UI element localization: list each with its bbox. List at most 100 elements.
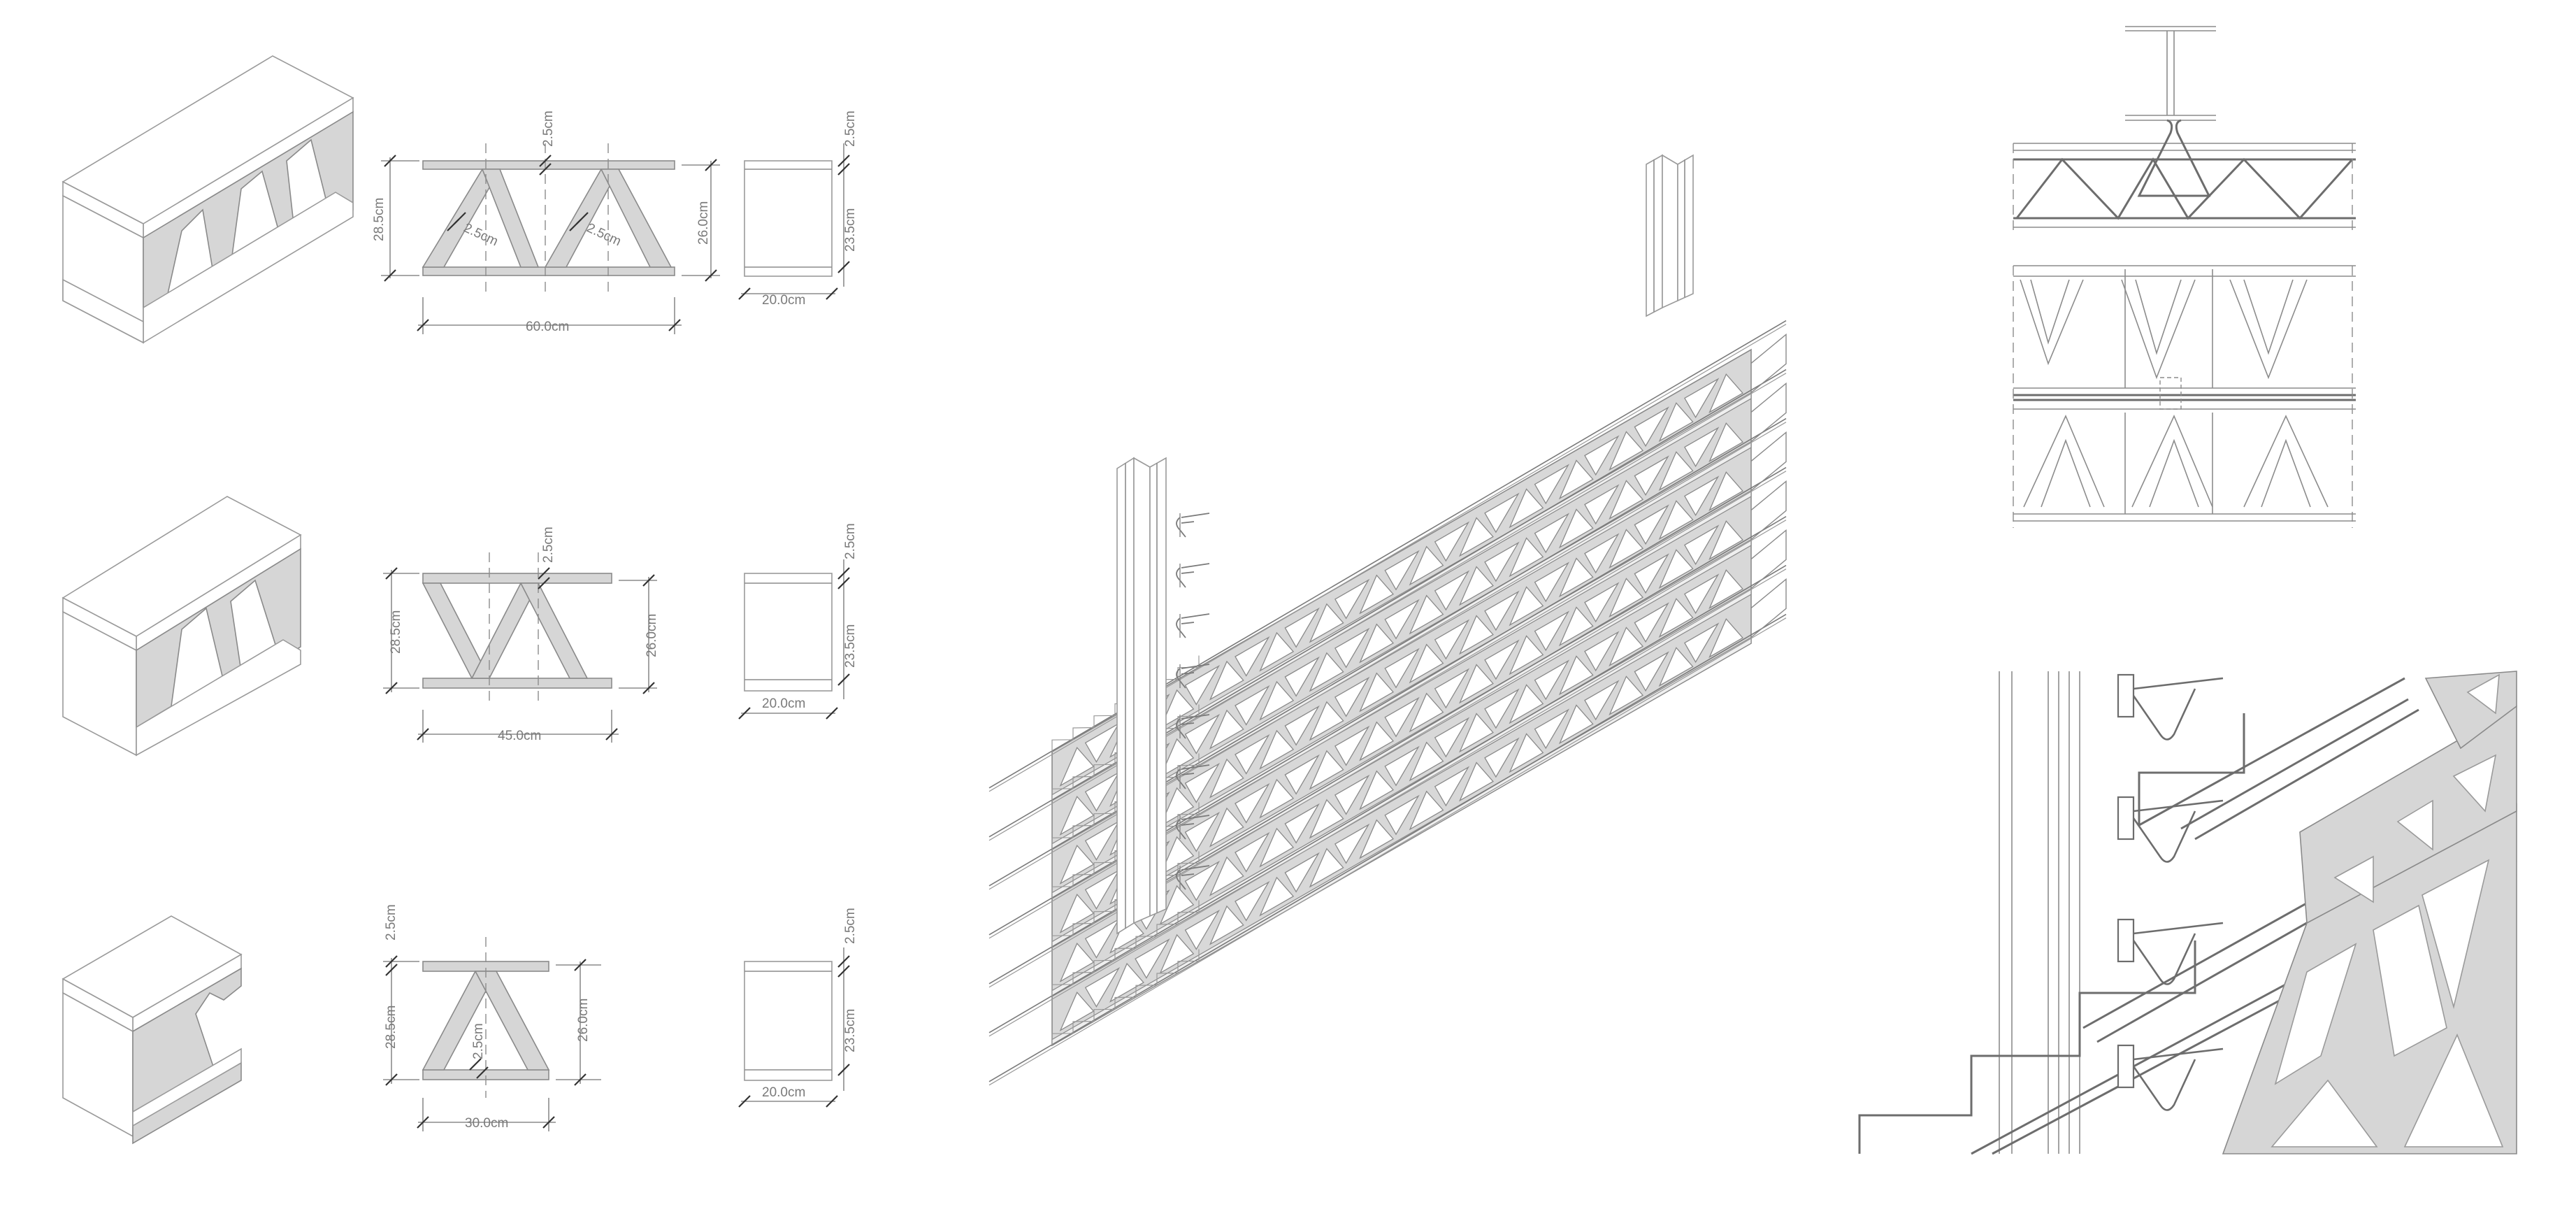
truss-opening <box>1584 582 1620 623</box>
tie-plate <box>2117 673 2135 718</box>
tie-hook <box>2132 1047 2224 1111</box>
truss-opening <box>1184 860 1221 901</box>
truss-opening <box>1658 500 1694 541</box>
truss-opening <box>1634 602 1669 643</box>
truss-opening <box>1209 905 1244 945</box>
truss-opening <box>1284 852 1320 893</box>
iso-module-medium <box>62 496 302 757</box>
iso-module-large <box>62 55 354 344</box>
truss-opening <box>1384 794 1420 836</box>
truss-opening <box>1209 856 1244 896</box>
side-section-medium: 2.5cm 23.5cm 20.0cm <box>738 523 858 720</box>
truss-opening <box>1558 655 1594 696</box>
truss-opening <box>1708 569 1744 610</box>
truss-opening <box>1634 455 1669 496</box>
truss-opening <box>1534 513 1570 554</box>
wall-return <box>1750 480 1787 541</box>
truss-opening <box>1684 427 1720 468</box>
truss-opening <box>1059 894 1095 934</box>
truss-opening <box>1509 635 1544 675</box>
truss-opening <box>1584 631 1620 672</box>
truss-opening <box>1284 754 1320 795</box>
truss-opening <box>1459 615 1494 655</box>
truss-opening <box>1259 631 1295 672</box>
dim-large-diag-b: 2.5cm <box>584 220 624 249</box>
truss-opening <box>1359 623 1395 664</box>
truss-opening <box>1409 741 1444 782</box>
wall-tie <box>1176 613 1210 638</box>
truss-opening <box>1534 561 1570 603</box>
dim-medium-length: 45.0cm <box>498 729 541 743</box>
truss-opening <box>1459 761 1494 802</box>
truss-opening <box>1209 709 1244 750</box>
iso-wall-assembly <box>988 320 1787 1086</box>
tie-plate <box>2117 796 2135 841</box>
truss-opening <box>1509 733 1544 773</box>
wall-rail <box>988 617 1787 1086</box>
truss-opening <box>1708 373 1744 414</box>
truss-opening <box>1534 610 1570 652</box>
truss-opening <box>1184 909 1221 950</box>
wall-rail <box>988 471 1787 939</box>
detail-zoom-iso <box>1858 671 2517 1155</box>
truss-opening <box>1634 553 1669 594</box>
truss-opening <box>1059 845 1095 885</box>
dim-small-length: 30.0cm <box>465 1116 508 1131</box>
elevation-medium-module: 28.5cm 26.0cm 2.5cm 45.0cm <box>383 527 659 743</box>
truss-opening <box>1334 774 1370 815</box>
dim-small-height-total: 28.5cm <box>384 1006 398 1049</box>
dim-large-side-top: 2.5cm <box>843 110 858 147</box>
truss-opening <box>1434 717 1470 758</box>
truss-opening <box>1609 480 1644 520</box>
truss-opening <box>1434 668 1470 709</box>
dim-small-side-top: 2.5cm <box>843 908 858 944</box>
truss-opening <box>1159 787 1195 827</box>
dim-small-inner-height: 26.0cm <box>576 999 591 1042</box>
wall-step-profile <box>1051 900 1200 996</box>
truss-opening <box>1159 885 1195 925</box>
iso-module-small <box>62 915 243 1145</box>
truss-opening <box>1209 758 1244 799</box>
truss-opening <box>1059 992 1095 1031</box>
dim-medium-side-width: 20.0cm <box>762 696 805 711</box>
wall-return <box>1750 382 1787 443</box>
truss-opening <box>1235 831 1270 873</box>
dim-medium-height-total: 28.5cm <box>389 610 403 654</box>
dim-small-side-width: 20.0cm <box>762 1085 805 1100</box>
wall-return <box>1750 431 1787 492</box>
truss-opening <box>1184 713 1221 754</box>
truss-opening <box>1509 537 1544 578</box>
truss-opening <box>1584 435 1620 476</box>
truss-opening <box>1534 464 1570 505</box>
tie-plate <box>2117 1044 2135 1089</box>
truss-opening <box>1534 708 1570 750</box>
truss-opening <box>1409 790 1444 831</box>
truss-opening <box>1558 606 1594 647</box>
truss-opening <box>1259 876 1295 917</box>
truss-opening <box>1434 570 1470 611</box>
truss-opening <box>1159 689 1195 729</box>
truss-opening <box>1684 524 1720 566</box>
truss-opening <box>1309 799 1344 839</box>
truss-opening <box>1584 484 1620 525</box>
truss-opening <box>1309 701 1344 741</box>
truss-opening <box>1658 598 1694 638</box>
truss-opening <box>1534 659 1570 701</box>
truss-opening <box>1284 607 1320 648</box>
truss-opening <box>1109 962 1144 1003</box>
truss-opening <box>1309 750 1344 790</box>
truss-opening <box>1309 603 1344 643</box>
wall-tie <box>1176 563 1210 588</box>
wall-rail <box>988 568 1787 1037</box>
zoom-wall-ties <box>2117 673 2224 1111</box>
dim-small-flange: 2.5cm <box>384 904 398 940</box>
truss-opening <box>1059 943 1095 982</box>
truss-opening <box>1409 692 1444 733</box>
truss-opening <box>1384 745 1420 787</box>
wall-return <box>1750 529 1787 589</box>
truss-opening <box>1359 721 1395 761</box>
dim-large-flange: 2.5cm <box>541 110 556 147</box>
truss-opening <box>1284 656 1320 697</box>
truss-opening <box>1159 836 1195 876</box>
dim-large-length: 60.0cm <box>526 320 569 334</box>
